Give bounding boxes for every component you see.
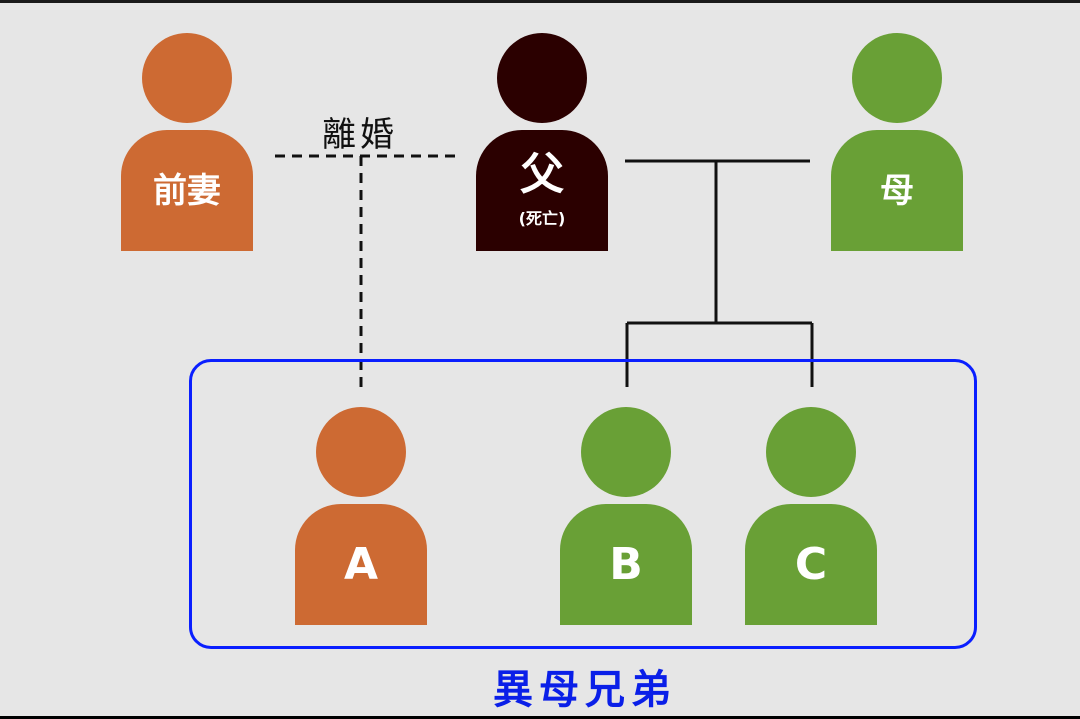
person-mother: 母 xyxy=(831,33,963,251)
person-child-b: B xyxy=(560,407,692,625)
group-label: 異母兄弟 xyxy=(493,667,677,713)
person-label: 父 xyxy=(520,148,564,200)
person-head xyxy=(142,33,232,123)
person-body: A xyxy=(295,504,427,625)
person-body: B xyxy=(560,504,692,625)
person-child-c: C xyxy=(745,407,877,625)
person-label: C xyxy=(794,538,828,590)
person-body: 母 xyxy=(831,130,963,251)
person-head xyxy=(581,407,671,497)
divorce-label: 離婚 xyxy=(322,115,398,155)
connector-lines xyxy=(275,154,814,387)
person-body: C xyxy=(745,504,877,625)
person-label: A xyxy=(343,538,379,590)
person-label: B xyxy=(609,538,643,590)
person-head xyxy=(497,33,587,123)
person-head xyxy=(766,407,856,497)
person-ex-wife: 前妻 xyxy=(121,33,253,251)
person-label: 母 xyxy=(880,170,914,211)
person-head xyxy=(316,407,406,497)
person-note: (死亡) xyxy=(518,208,566,228)
person-body: 父 (死亡) xyxy=(476,130,608,251)
person-father: 父 (死亡) xyxy=(476,33,608,251)
person-child-a: A xyxy=(295,407,427,625)
half-siblings-group xyxy=(189,359,977,649)
person-body: 前妻 xyxy=(121,130,253,251)
person-label: 前妻 xyxy=(153,170,221,211)
person-head xyxy=(852,33,942,123)
